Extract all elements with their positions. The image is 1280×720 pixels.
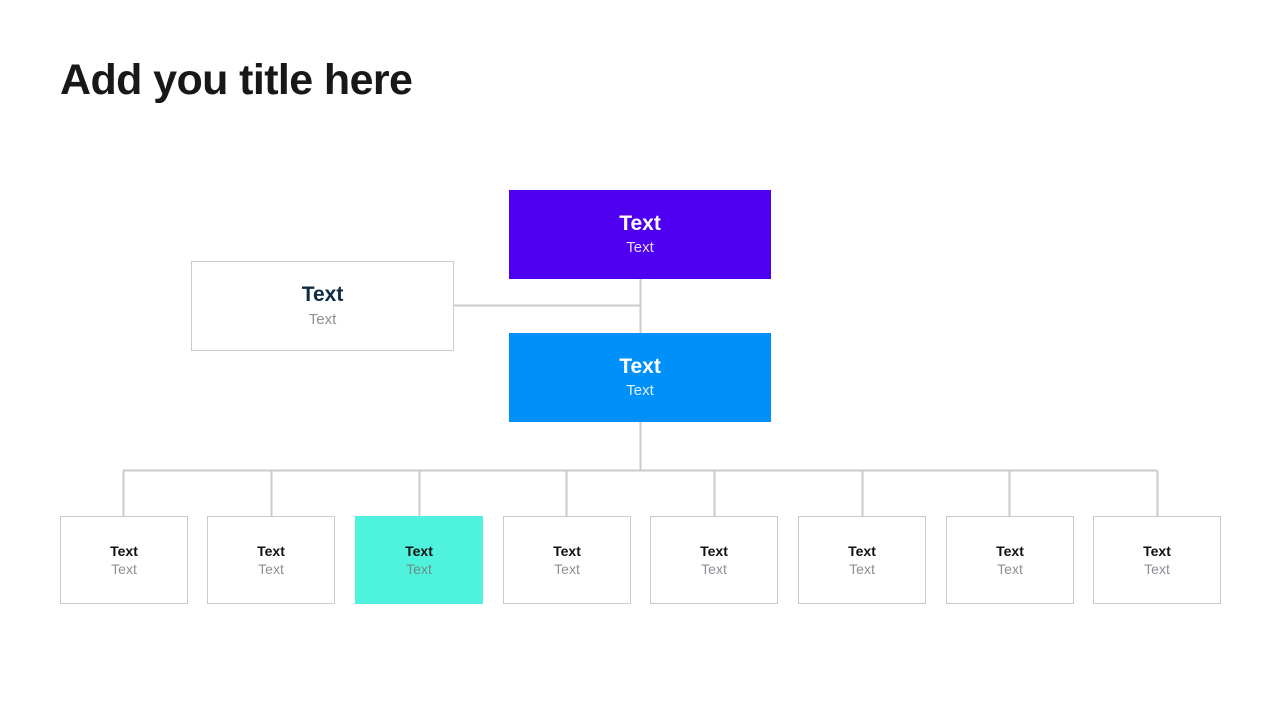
node-leaf-7-subtitle: Text: [997, 560, 1023, 577]
node-second[interactable]: Text Text: [509, 333, 771, 422]
node-leaf-7-title: Text: [996, 542, 1024, 559]
node-leaf-5-subtitle: Text: [701, 560, 727, 577]
node-leaf-6-title: Text: [848, 542, 876, 559]
node-second-subtitle: Text: [626, 382, 654, 400]
node-side-subtitle: Text: [308, 310, 337, 328]
node-side[interactable]: Text Text: [191, 261, 454, 351]
node-root-title: Text: [619, 211, 661, 235]
node-leaf-4-title: Text: [553, 542, 581, 559]
node-leaf-2-title: Text: [257, 542, 285, 559]
node-root[interactable]: Text Text: [509, 190, 771, 279]
node-leaf-5-title: Text: [700, 542, 728, 559]
node-leaf-7[interactable]: Text Text: [946, 516, 1074, 604]
node-leaf-1[interactable]: Text Text: [60, 516, 188, 604]
node-leaf-4-subtitle: Text: [554, 560, 580, 577]
node-leaf-3-title: Text: [405, 542, 433, 559]
node-second-title: Text: [619, 354, 661, 378]
page-title: Add you title here: [60, 56, 413, 104]
node-leaf-8-subtitle: Text: [1144, 560, 1170, 577]
node-leaf-5[interactable]: Text Text: [650, 516, 778, 604]
node-leaf-1-title: Text: [110, 542, 138, 559]
node-leaf-1-subtitle: Text: [111, 560, 137, 577]
node-leaf-2[interactable]: Text Text: [207, 516, 335, 604]
node-leaf-8-title: Text: [1143, 542, 1171, 559]
node-root-subtitle: Text: [626, 239, 654, 257]
node-leaf-3-subtitle: Text: [406, 560, 432, 577]
node-leaf-6-subtitle: Text: [849, 560, 875, 577]
node-leaf-3[interactable]: Text Text: [355, 516, 483, 604]
node-leaf-2-subtitle: Text: [258, 560, 284, 577]
node-leaf-8[interactable]: Text Text: [1093, 516, 1221, 604]
node-leaf-6[interactable]: Text Text: [798, 516, 926, 604]
node-leaf-4[interactable]: Text Text: [503, 516, 631, 604]
node-side-title: Text: [301, 283, 344, 307]
